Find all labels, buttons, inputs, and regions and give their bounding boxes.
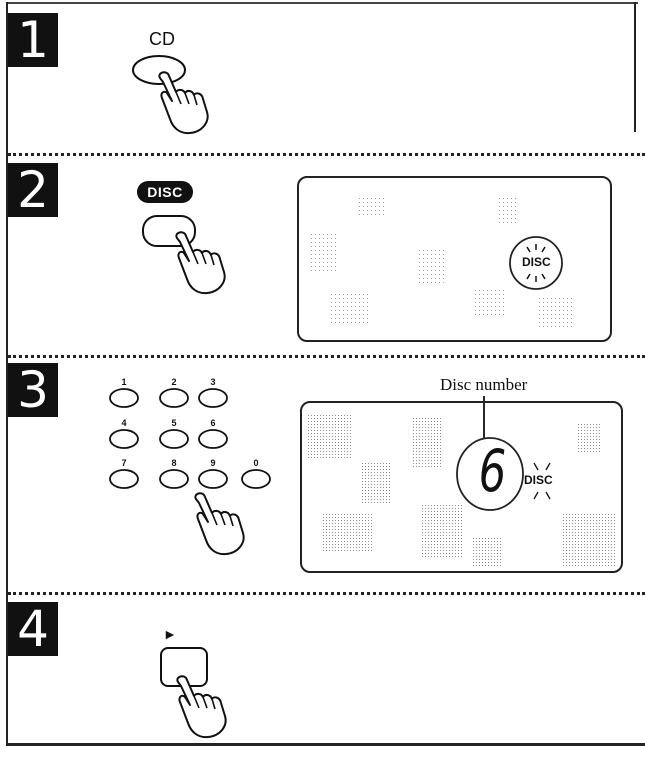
step4-graphics — [0, 0, 645, 761]
